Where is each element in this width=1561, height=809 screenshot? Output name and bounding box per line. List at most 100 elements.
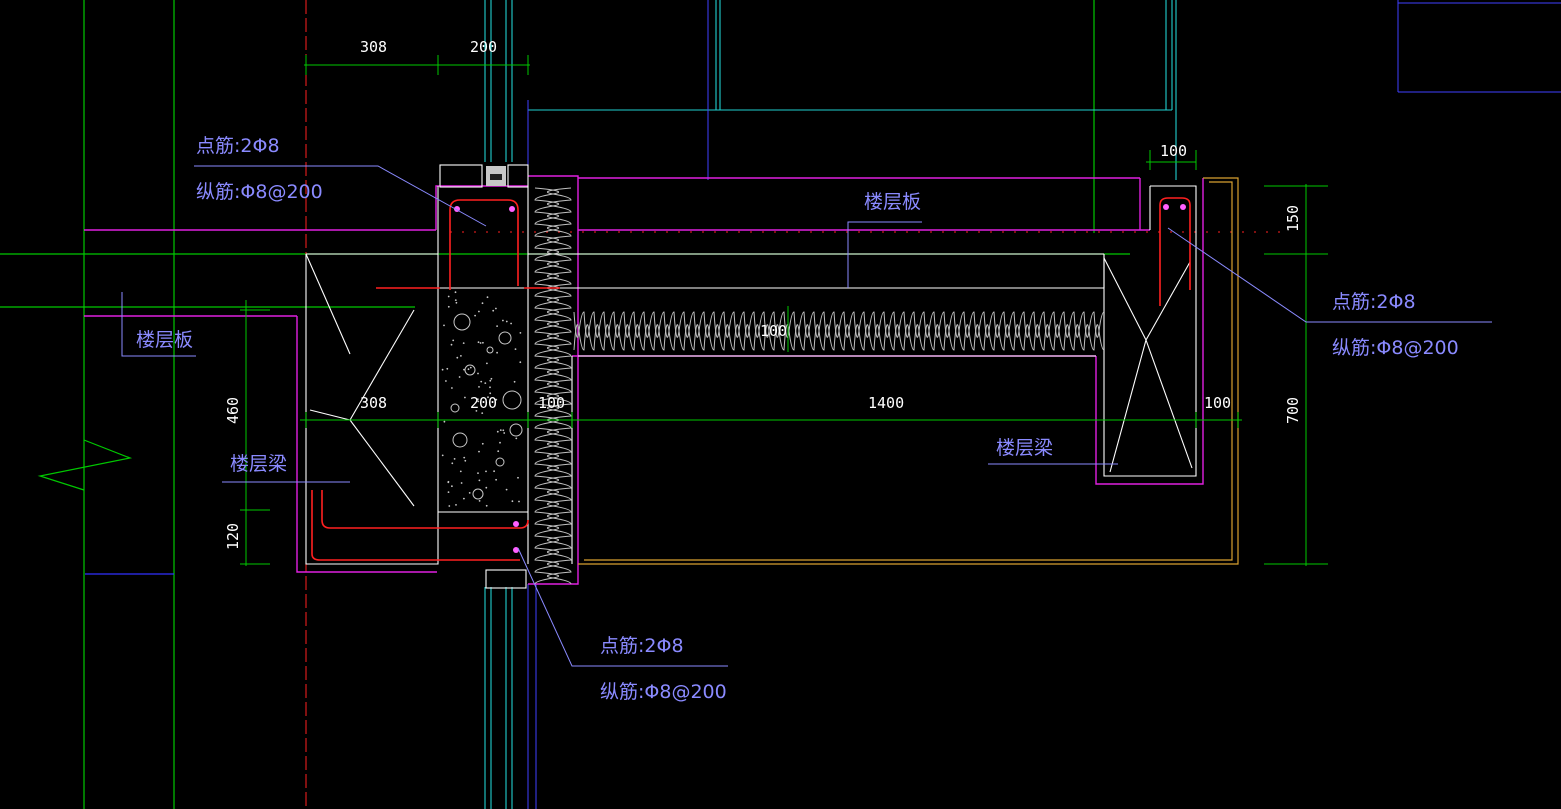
concrete-dot (495, 398, 498, 401)
concrete-dot (502, 319, 504, 322)
dim-left-120: 120 (224, 523, 242, 550)
concrete-dot (485, 486, 488, 489)
concrete-dot (518, 500, 520, 503)
concrete-dot (495, 307, 497, 310)
concrete-dot (459, 470, 462, 473)
orange-outline (578, 177, 1239, 565)
concrete-dot (515, 437, 518, 440)
concrete-dot (463, 368, 465, 371)
concrete-dot (469, 366, 472, 369)
dimension-lines (240, 55, 1328, 566)
concrete-dot (499, 441, 501, 444)
label-rebar-long-bottom: 纵筋:Φ8@200 (600, 681, 727, 703)
window-frame-fill (486, 166, 506, 186)
concrete-dot (517, 476, 519, 479)
concrete-dot (519, 361, 522, 364)
insulation-hatch (534, 187, 1105, 585)
concrete-dot (490, 377, 493, 380)
concrete-dot (481, 302, 484, 305)
rebar-stirrups (311, 197, 1191, 561)
concrete-dot (464, 459, 467, 462)
label-floor-slab-right: 楼层板 (864, 191, 921, 213)
concrete-dot (455, 301, 458, 304)
concrete-dot (468, 492, 471, 494)
label-floor-beam-left: 楼层梁 (230, 453, 287, 475)
insulation-wall-b (547, 187, 572, 585)
label-rebar-long-right: 纵筋:Φ8@200 (1332, 337, 1459, 359)
concrete-dot (511, 500, 514, 503)
concrete-dot (477, 372, 479, 375)
concrete-dot (510, 322, 512, 325)
dim-left-460: 460 (224, 397, 242, 424)
concrete-dot (443, 324, 445, 327)
concrete-dot (460, 355, 462, 357)
leader-lines (121, 165, 1492, 667)
concrete-dot (486, 296, 489, 299)
concrete-dot (481, 442, 484, 445)
concrete-dot (478, 500, 481, 502)
dim-mid-100-right: 100 (1204, 394, 1231, 412)
concrete-dot (495, 478, 497, 481)
concrete-dot (453, 458, 456, 460)
dim-mid-200: 200 (470, 394, 497, 412)
concrete-dot (486, 362, 488, 365)
concrete-dot (477, 400, 480, 403)
concrete-dot (454, 291, 457, 294)
concrete-dot (514, 348, 517, 350)
concrete-dot (505, 320, 508, 323)
concrete-dot (519, 332, 522, 334)
concrete-dot (447, 305, 450, 308)
concrete-dot (475, 410, 478, 412)
concrete-dot (496, 325, 498, 327)
label-rebar-point-right: 点筋:2Φ8 (1332, 291, 1416, 313)
dim-mid-100: 100 (538, 394, 565, 412)
concrete-dot (456, 356, 459, 359)
concrete-dot (463, 456, 466, 459)
concrete-dot (451, 387, 453, 389)
dim-top-308: 308 (360, 38, 387, 56)
concrete-dot (443, 420, 446, 423)
concrete-dot (458, 376, 461, 378)
concrete-dot (499, 429, 502, 431)
concrete-dot (478, 310, 480, 313)
concrete-dot (482, 341, 484, 344)
dim-mid-308: 308 (360, 394, 387, 412)
concrete-dot (481, 412, 484, 414)
dim-insulation-100: 100 (760, 322, 787, 340)
concrete-dot (484, 382, 487, 384)
blue-lines (527, 0, 1561, 809)
concrete-dot (452, 339, 455, 342)
wall-lines (484, 0, 1177, 809)
concrete-dot (474, 314, 476, 317)
concrete-dot (448, 505, 451, 507)
dim-mid-1400: 1400 (868, 394, 904, 412)
concrete-dot (446, 367, 449, 370)
concrete-dot (477, 472, 479, 474)
concrete-dot (451, 462, 454, 465)
concrete-dot (464, 396, 466, 399)
concrete-dot (441, 454, 444, 457)
concrete-dot (460, 482, 463, 484)
magenta-outline (84, 175, 1204, 585)
annotation-labels: 点筋:2Φ8 纵筋:Φ8@200 楼层板 楼层板 楼层梁 楼层梁 点筋:2Φ8 … (136, 135, 1459, 703)
label-floor-beam-right: 楼层梁 (996, 437, 1053, 459)
insulation-slab-b (573, 324, 1105, 351)
concrete-dot (450, 343, 453, 346)
concrete-dot (441, 368, 444, 371)
concrete-dot (479, 342, 482, 344)
concrete-dot (489, 386, 491, 389)
concrete-dot (467, 368, 470, 371)
concrete-dot (478, 450, 480, 453)
axis-lines (305, 0, 1280, 809)
concrete-dot (496, 351, 498, 354)
concrete-dot (489, 379, 492, 382)
concrete-dot (485, 470, 487, 473)
dimension-labels: 308 200 100 308 200 100 1400 100 100 150… (224, 38, 1302, 550)
concrete-dot (478, 386, 480, 388)
concrete-dot (454, 299, 457, 301)
concrete-dot (478, 479, 481, 482)
concrete-dot (513, 380, 516, 383)
concrete-dot (445, 380, 447, 382)
concrete-dot (480, 380, 483, 383)
